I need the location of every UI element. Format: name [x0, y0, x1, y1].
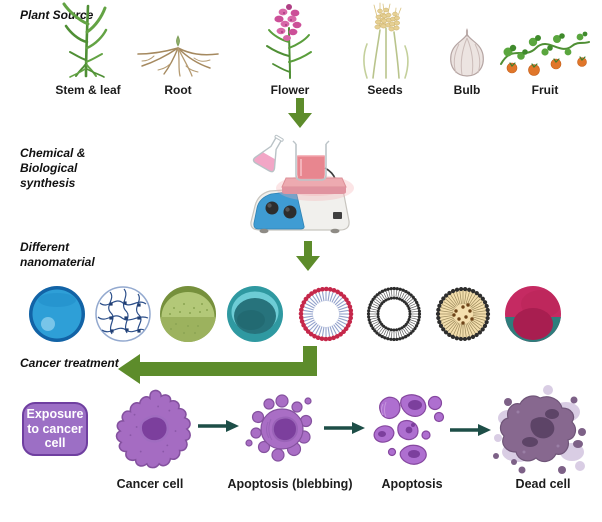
plant-fruit: Fruit — [498, 2, 592, 97]
control-panel — [253, 190, 305, 230]
apoptosis-icon — [373, 394, 445, 465]
bilayer-vesicle-icon — [366, 286, 422, 342]
erlenmeyer-flask-icon — [252, 134, 284, 173]
janus-nanoparticle-icon — [505, 286, 561, 342]
plant-bulb: Bulb — [432, 2, 502, 97]
polymer-network-icon — [95, 286, 151, 342]
arrow-to-treatment-icon — [118, 346, 317, 384]
dead-cell-icon — [493, 385, 586, 474]
plant-label-root: Root — [164, 83, 192, 97]
hotplate-stirrer-icon — [250, 134, 354, 234]
lipid-carrier-icon — [227, 286, 283, 342]
plant-label-fruit: Fruit — [531, 83, 559, 97]
plant-stem-leaf: Stem & leaf — [48, 2, 128, 97]
solid-nanoparticle-icon — [29, 286, 85, 342]
stage-label-cancer-cell: Cancer cell — [116, 477, 184, 491]
exposure-to-cancer-cell-box: Exposure to cancer cell — [22, 402, 88, 456]
micelle-icon — [435, 286, 491, 342]
arrow-stage-1-icon — [198, 420, 239, 432]
stirrer-knob — [265, 201, 279, 215]
section-nanomaterial: Different nanomaterial — [20, 240, 95, 269]
arrow-down-to-nanomaterials-icon — [296, 241, 320, 271]
fruit-vine-icon — [500, 31, 590, 76]
plant-flower: Flower — [255, 2, 325, 97]
seeds-icon — [363, 2, 409, 79]
plant-seeds: Seeds — [350, 2, 420, 97]
apoptosis-blebbing-icon — [245, 394, 313, 462]
flower-icon — [266, 4, 312, 79]
section-synthesis: Chemical & Biological synthesis — [20, 146, 86, 190]
solid-lipid-nanoparticle-icon — [160, 286, 216, 342]
root-icon — [137, 35, 219, 77]
plant-label-seeds: Seeds — [367, 83, 403, 97]
plant-root: Root — [133, 2, 223, 97]
stage-label-dead-cell: Dead cell — [515, 477, 571, 491]
arrow-stage-3-icon — [450, 424, 491, 436]
arrow-stage-2-icon — [324, 422, 365, 434]
plant-label-bulb: Bulb — [453, 83, 481, 97]
arrow-down-to-synthesis-icon — [288, 98, 312, 128]
stage-label-apoptosis-blebbing: Apoptosis (blebbing) — [227, 477, 353, 491]
plant-label-flower: Flower — [270, 83, 310, 97]
beaker-icon — [292, 140, 330, 181]
heat-knob — [283, 205, 297, 219]
stem-leaf-icon — [62, 2, 108, 78]
section-treatment: Cancer treatment — [20, 356, 119, 370]
garlic-bulb-icon — [450, 28, 484, 77]
stage-label-apoptosis: Apoptosis — [381, 477, 443, 491]
cancer-cell-icon — [115, 389, 191, 469]
liposome-icon — [298, 286, 354, 342]
plant-label-stem-leaf: Stem & leaf — [55, 83, 121, 97]
